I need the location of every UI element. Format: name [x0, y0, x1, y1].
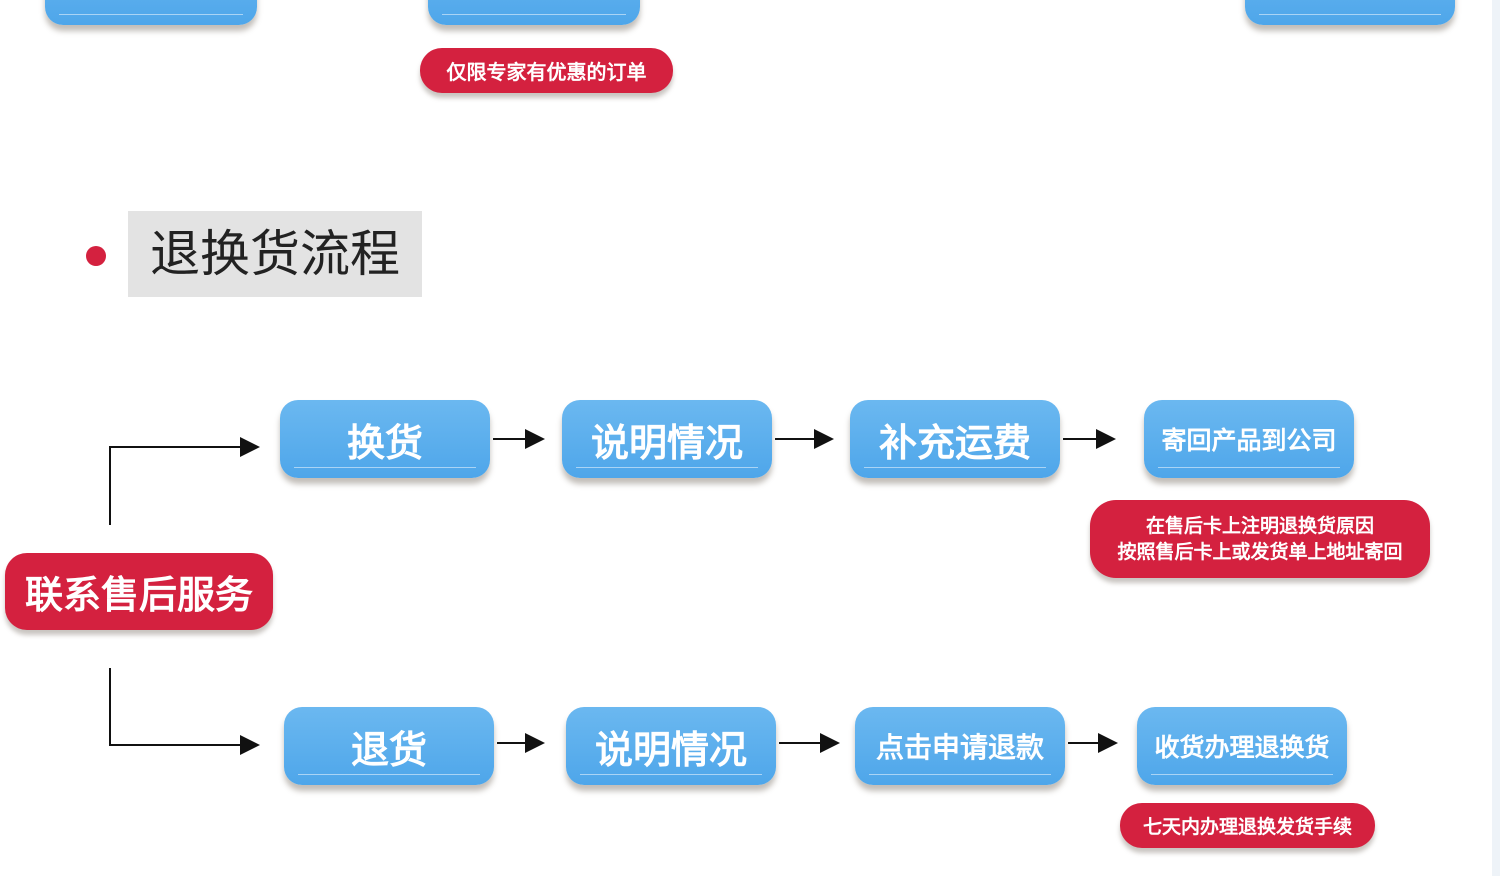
return-note: 七天内办理退换发货手续 — [1120, 803, 1375, 848]
start-contact-after-sales: 联系售后服务 — [5, 553, 273, 630]
page-edge — [1492, 0, 1500, 876]
branch-return-arrow — [109, 668, 260, 755]
exchange-note-line-2: 按照售后卡上或发货单上地址寄回 — [1117, 541, 1403, 563]
exchange-step-1: 换货 — [280, 400, 490, 478]
return-step-1: 退货 — [284, 707, 494, 785]
return-step-4: 收货办理退换货 — [1137, 707, 1347, 785]
return-step-2: 说明情况 — [566, 707, 776, 785]
top-step-1 — [45, 0, 257, 25]
exchange-step-4: 寄回产品到公司 — [1144, 400, 1354, 478]
exchange-step-3: 补充运费 — [850, 400, 1060, 478]
top-step-2 — [428, 0, 640, 25]
section-title: 退换货流程 — [128, 211, 422, 297]
branch-exchange-arrow — [109, 437, 260, 525]
exchange-note: 在售后卡上注明退换货原因 按照售后卡上或发货单上地址寄回 — [1090, 500, 1430, 578]
top-note: 仅限专家有优惠的订单 — [420, 48, 673, 93]
return-step-3: 点击申请退款 — [855, 707, 1065, 785]
section-bullet — [86, 246, 106, 266]
exchange-step-2: 说明情况 — [562, 400, 772, 478]
exchange-note-line-1: 在售后卡上注明退换货原因 — [1145, 515, 1374, 537]
top-step-3 — [1245, 0, 1455, 25]
